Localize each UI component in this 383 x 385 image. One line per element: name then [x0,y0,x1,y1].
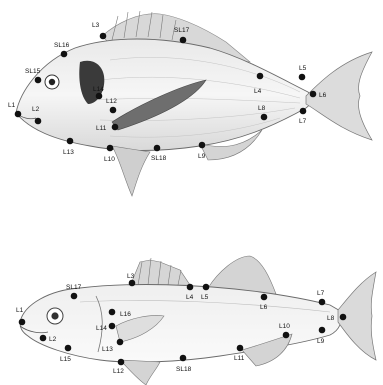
svg-text:L13: L13 [63,149,74,156]
svg-text:SL16: SL16 [54,42,70,49]
svg-text:L16: L16 [120,311,131,318]
landmark-point: L3 [92,22,106,39]
svg-text:L12: L12 [106,98,117,105]
svg-text:L6: L6 [260,304,268,311]
svg-text:L12: L12 [113,368,124,375]
landmark-point: L7 [299,108,307,125]
pelvic-fin-1 [112,146,150,196]
sea-bass-figure: L1 L2 L3 L4 L5 L6 L7 L8 L9 L10 L11 L12 L… [16,256,376,385]
spiny-dorsal-fin [130,260,190,286]
svg-text:L9: L9 [198,153,206,160]
svg-text:L4: L4 [254,88,262,95]
caudal-fin-1 [306,52,372,140]
landmark-point: L5 [299,65,307,80]
svg-text:L3: L3 [127,273,135,280]
svg-text:L15: L15 [60,356,71,363]
svg-text:L4: L4 [186,294,194,301]
svg-text:L2: L2 [32,106,40,113]
svg-text:L8: L8 [327,315,335,322]
svg-text:L5: L5 [299,65,307,72]
svg-text:L5: L5 [201,294,209,301]
svg-text:SL15: SL15 [25,68,41,75]
svg-text:L3: L3 [92,22,100,29]
svg-text:L1: L1 [16,307,24,314]
svg-text:L11: L11 [234,355,245,362]
svg-text:L7: L7 [317,290,325,297]
svg-text:SL18: SL18 [151,155,167,162]
svg-text:L1: L1 [8,102,16,109]
pelvic-fin-2 [120,360,160,385]
svg-text:SL18: SL18 [176,366,192,373]
svg-text:SL17: SL17 [66,284,82,291]
svg-text:L10: L10 [279,323,290,330]
svg-text:L6: L6 [319,92,327,99]
svg-text:L14: L14 [93,86,104,93]
svg-text:L13: L13 [102,346,113,353]
svg-text:L10: L10 [104,156,115,163]
svg-text:L9: L9 [317,338,325,345]
svg-text:L14: L14 [96,325,107,332]
svg-text:SL17: SL17 [174,27,190,34]
svg-text:L7: L7 [299,118,307,125]
svg-text:L8: L8 [258,105,266,112]
sea-bream-figure: L1 L2 L3 L4 L5 L6 L7 L8 L9 L10 L11 L12 L… [8,11,372,196]
svg-text:L2: L2 [49,336,57,343]
svg-text:L11: L11 [96,125,107,132]
sea-bass-illustration [20,256,376,385]
sea-bream-illustration [16,11,372,196]
